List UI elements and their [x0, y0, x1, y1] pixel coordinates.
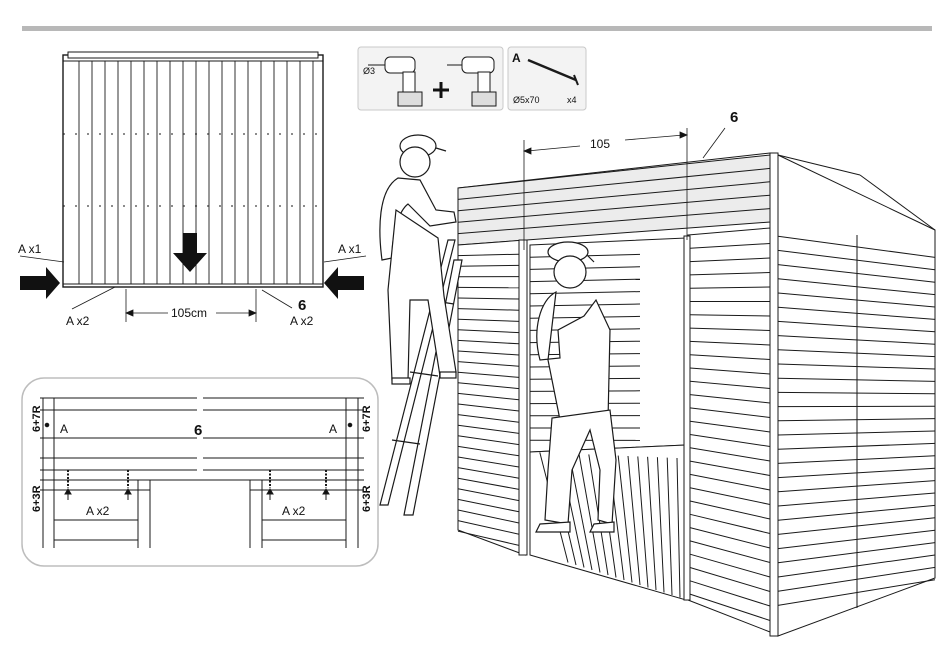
- part-number-label: 6: [298, 297, 306, 314]
- arrow-right-icon: [20, 267, 60, 299]
- detail-panel: [22, 378, 378, 566]
- screw-quantity: x4: [567, 95, 577, 105]
- detail-part-number: 6: [194, 422, 202, 439]
- screw-label-left: A x1: [18, 242, 42, 256]
- screw-size: Ø5x70: [513, 95, 540, 105]
- screw-label-bottom-left: A x2: [66, 314, 90, 328]
- arrow-left-icon: [324, 267, 364, 299]
- detail-count-left: A x2: [86, 504, 110, 518]
- screw-box: A Ø5x70 x4: [508, 47, 586, 110]
- shed-illustration: [458, 153, 935, 636]
- detail-count-right: A x2: [282, 504, 306, 518]
- screw-letter: A: [512, 51, 521, 65]
- label-right-lower: 6+3R: [361, 485, 373, 512]
- label-left-lower: 6+3R: [31, 485, 43, 512]
- detail-screw-right: A: [329, 422, 337, 436]
- screw-label-right: A x1: [338, 242, 362, 256]
- shed-dimension-label: 105: [590, 137, 610, 151]
- detail-screw-left: A: [60, 422, 68, 436]
- tools-box: Ø3: [358, 47, 503, 110]
- dimension-label: 105cm: [171, 306, 207, 320]
- label-left-upper: 6+7R: [31, 405, 43, 432]
- label-right-upper: 6+7R: [361, 405, 373, 432]
- drill-bit-label: Ø3: [363, 66, 375, 76]
- screw-label-bottom-right: A x2: [290, 314, 314, 328]
- shed-part-number: 6: [730, 109, 738, 126]
